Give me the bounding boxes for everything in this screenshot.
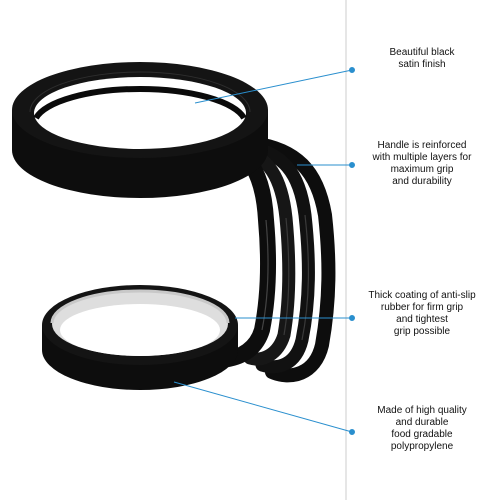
divider-line xyxy=(345,0,347,500)
tumbler-handle-illustration xyxy=(12,62,336,390)
top-ring xyxy=(12,62,268,198)
callout-line-finish xyxy=(194,69,353,104)
bottom-ring xyxy=(42,285,238,390)
callout-dot xyxy=(349,162,355,168)
callout-dot xyxy=(349,67,355,73)
handle-layer-outer xyxy=(233,135,336,383)
callout-dot xyxy=(349,429,355,435)
handle-rib-highlight xyxy=(261,219,269,331)
callout-dot xyxy=(349,315,355,321)
callout-line-material xyxy=(173,381,353,433)
handle-rib-highlight xyxy=(301,214,310,341)
handle-rib-highlight xyxy=(283,217,290,336)
handle xyxy=(214,135,336,383)
